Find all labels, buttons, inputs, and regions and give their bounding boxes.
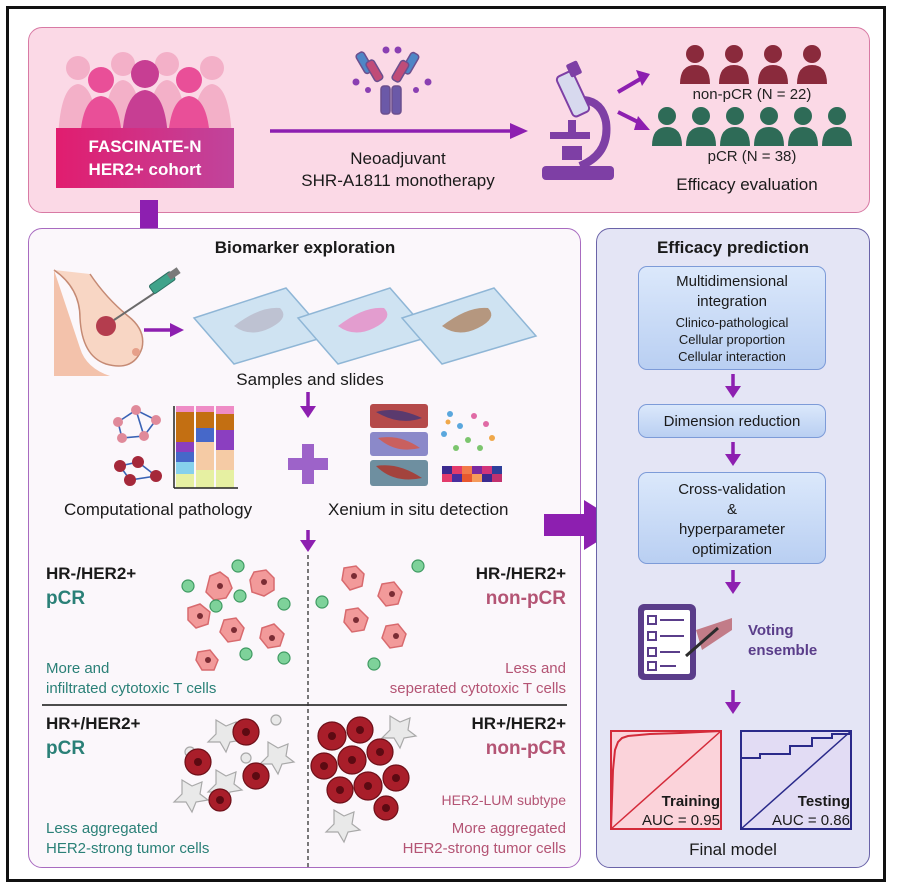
- q4-desc-line2: HER2-strong tumor cells: [402, 840, 566, 857]
- tissue-slides-icon: [192, 287, 538, 365]
- testing-label: Testing: [797, 793, 850, 810]
- q4-subtype: HR+/HER2+: [471, 714, 566, 733]
- split-arrows: [616, 70, 650, 130]
- q4-subtype-note: HER2-LUM subtype: [441, 792, 567, 808]
- q4-cells-illustration: [310, 714, 418, 844]
- step-arrow-1: [725, 374, 741, 398]
- q1-desc-line1: More and: [46, 660, 110, 677]
- training-label: Training: [661, 793, 720, 810]
- plus-icon: [288, 444, 328, 484]
- integration-title-line2: integration: [696, 293, 768, 310]
- treatment-line2: SHR-A1811 monotherapy: [301, 171, 495, 190]
- treatment-line1: Neoadjuvant: [350, 149, 446, 168]
- integration-item-interaction: Cellular interaction: [678, 349, 786, 364]
- training-roc-chart: [610, 730, 722, 830]
- pcr-count-label: pCR (N = 38): [707, 148, 797, 165]
- voting-label-line1: Voting: [748, 622, 794, 639]
- q2-desc-line2: seperated cytotoxic T cells: [389, 680, 566, 697]
- cv-line3: hyperparameter: [679, 521, 785, 538]
- testing-roc-chart: [740, 730, 852, 830]
- q3-cells-illustration: [172, 714, 296, 814]
- antibody-drug-conjugate-icon: [352, 46, 432, 115]
- q2-response: non-pCR: [485, 588, 566, 609]
- quadrant-dividers: [42, 555, 567, 867]
- voting-label-line2: ensemble: [748, 642, 818, 659]
- analysis-down-arrow: [300, 530, 316, 552]
- non-pcr-patients-icon: [680, 45, 827, 84]
- step-arrow-3: [725, 570, 741, 594]
- breast-biopsy-icon: [53, 267, 181, 376]
- non-pcr-count-label: non-pCR (N = 22): [692, 86, 812, 103]
- cv-line1: Cross-validation: [678, 481, 786, 498]
- xenium-label: Xenium in situ detection: [328, 500, 509, 519]
- multidimensional-integration-box: Multidimensional integration Clinico-pat…: [638, 266, 826, 370]
- efficacy-evaluation-label: Efficacy evaluation: [676, 175, 818, 194]
- q2-cells-illustration: [315, 559, 425, 671]
- efficacy-prediction-title: Efficacy prediction: [656, 238, 810, 257]
- integration-title-line1: Multidimensional: [676, 273, 788, 290]
- cell-proportion-bars: [173, 406, 238, 489]
- q4-response: non-pCR: [485, 738, 566, 759]
- step-arrow-2: [725, 442, 741, 466]
- testing-auc: AUC = 0.86: [772, 812, 850, 829]
- final-model-label: Final model: [689, 840, 777, 859]
- dimension-reduction-box: Dimension reduction: [638, 404, 826, 438]
- q1-cells-illustration: [181, 559, 291, 671]
- voting-clipboard-icon: [638, 604, 732, 680]
- step-arrow-4: [725, 690, 741, 714]
- slides-down-arrow: [300, 392, 316, 418]
- q1-desc-line2: infiltrated cytotoxic T cells: [46, 680, 217, 697]
- q3-subtype: HR+/HER2+: [46, 714, 141, 733]
- q2-desc-line1: Less and: [505, 660, 566, 677]
- biopsy-arrow: [144, 323, 184, 337]
- q1-response: pCR: [46, 588, 86, 609]
- samples-slides-label: Samples and slides: [236, 370, 384, 389]
- cohort-subtitle: HER2+ cohort: [88, 160, 202, 179]
- pcr-patients-icon: [652, 107, 852, 146]
- cv-line4: optimization: [691, 541, 773, 558]
- biomarker-title: Biomarker exploration: [214, 238, 396, 257]
- q4-desc-line1: More aggregated: [451, 820, 566, 837]
- cv-line2: &: [726, 501, 737, 518]
- integration-item-proportion: Cellular proportion: [678, 332, 786, 347]
- q3-desc-line1: Less aggregated: [46, 820, 158, 837]
- q3-response: pCR: [46, 738, 86, 759]
- microscope-icon: [542, 60, 614, 180]
- cohort-box: FASCINATE-N HER2+ cohort: [56, 128, 234, 188]
- cross-validation-box: Cross-validation & hyperparameter optimi…: [638, 472, 826, 564]
- q1-subtype: HR-/HER2+: [46, 564, 137, 583]
- cohort-title: FASCINATE-N: [88, 137, 202, 156]
- computational-pathology-label: Computational pathology: [64, 500, 253, 519]
- figure-frame: [6, 6, 886, 882]
- q3-desc-line2: HER2-strong tumor cells: [46, 840, 210, 857]
- training-auc: AUC = 0.95: [642, 812, 720, 829]
- xenium-spatial-icon: [370, 404, 502, 486]
- treatment-arrow: [270, 123, 528, 139]
- q2-subtype: HR-/HER2+: [475, 564, 566, 583]
- dimension-reduction-label: Dimension reduction: [663, 413, 801, 430]
- patient-group-icon: [58, 52, 232, 140]
- integration-item-clinico: Clinico-pathological: [675, 315, 789, 330]
- cell-graph-icon: [113, 405, 162, 486]
